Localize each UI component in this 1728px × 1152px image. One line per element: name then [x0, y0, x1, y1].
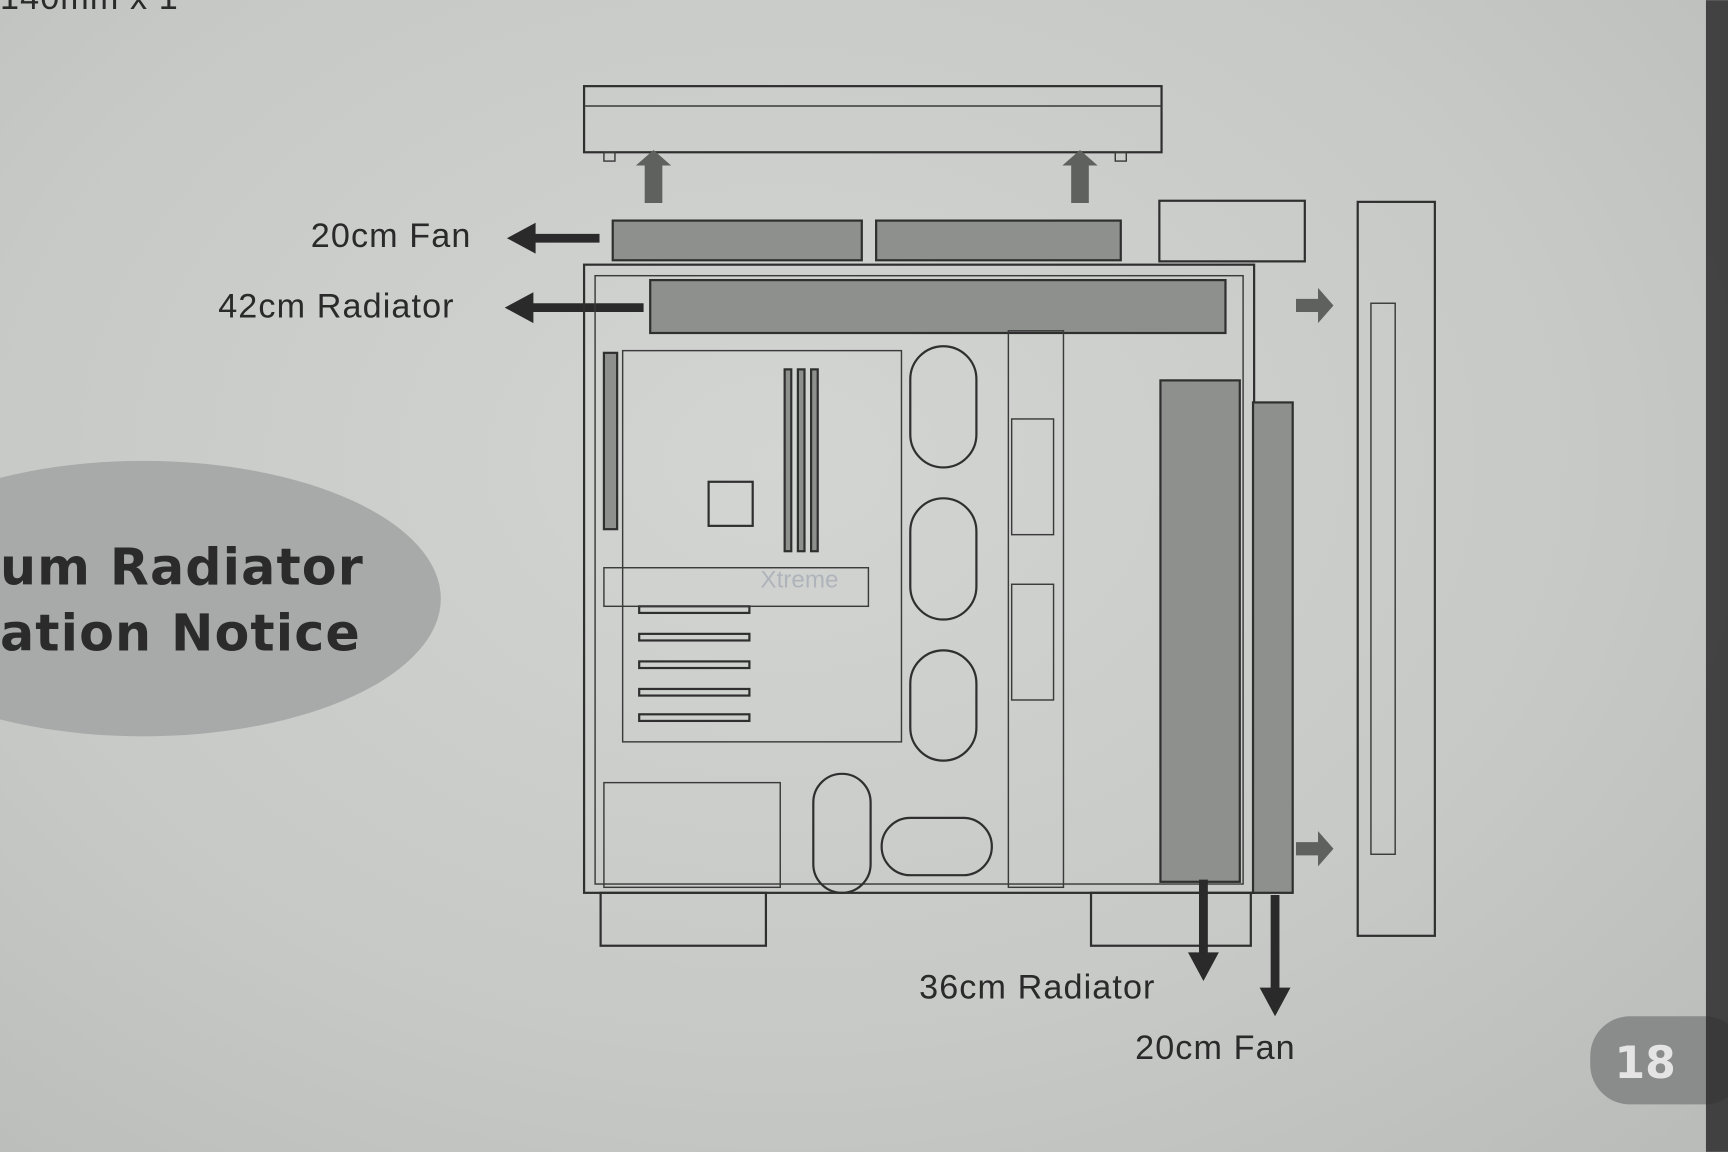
section-title-ellipse [0, 460, 441, 737]
label-bottom-radiator: 36cm Radiator [919, 969, 1155, 1007]
right-arrow-icon [1296, 831, 1334, 867]
top-fans [611, 199, 1306, 263]
page-number-badge [1590, 1016, 1728, 1105]
right-arrow-icon [1296, 287, 1334, 324]
left-arrow-icon [504, 292, 644, 324]
up-arrow-icon [1062, 150, 1098, 203]
top-text-fragment: 140mm x 1 [0, 0, 179, 17]
front-panel [1356, 200, 1436, 937]
label-top-radiator: 42cm Radiator [218, 288, 454, 326]
up-arrow-icon [635, 150, 672, 203]
left-arrow-icon [506, 222, 600, 254]
down-arrow-icon [1188, 879, 1219, 981]
label-top-fan: 20cm Fan [311, 217, 472, 255]
label-bottom-fan: 20cm Fan [1135, 1029, 1296, 1067]
section-title-line-2: ation Notice [0, 603, 361, 662]
top-panel [582, 85, 1163, 162]
down-arrow-icon [1259, 895, 1291, 1017]
page-number: 18 [1614, 1038, 1675, 1089]
section-title-line-1: um Radiator [0, 537, 364, 596]
page-edge [1705, 0, 1728, 1152]
watermark: Xtreme [760, 567, 838, 594]
case-chassis [582, 263, 1294, 947]
